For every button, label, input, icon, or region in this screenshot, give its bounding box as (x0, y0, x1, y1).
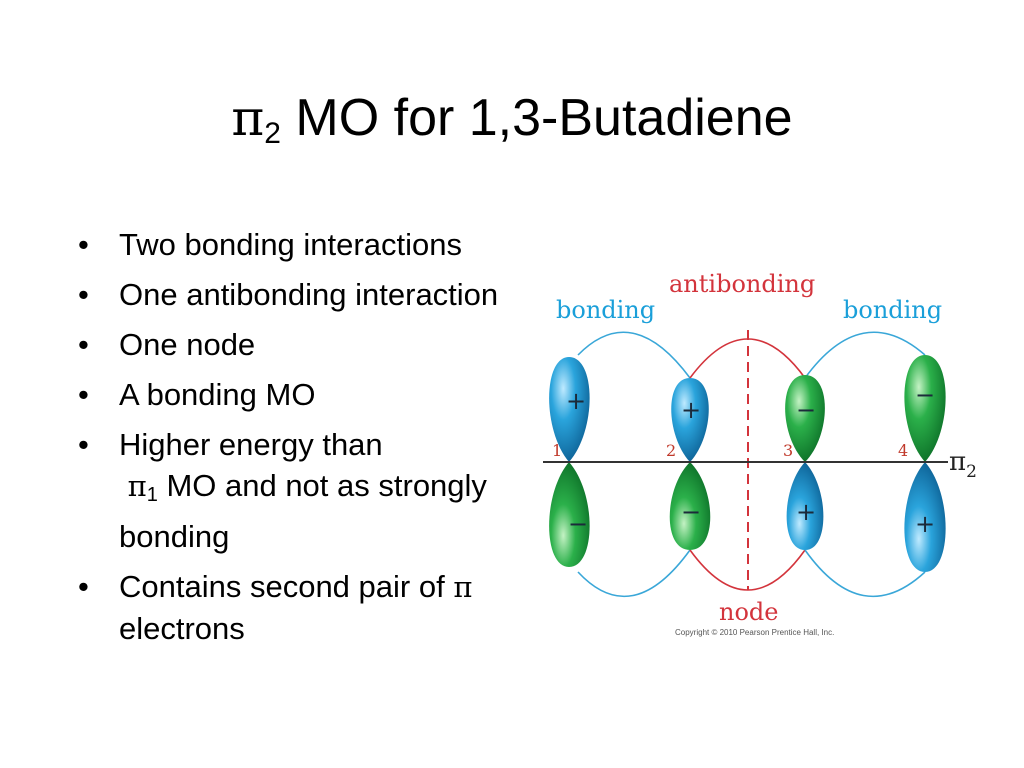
pi-symbol: π (453, 570, 473, 604)
pi2-orbital-diagram: + − + − − + − + 1 2 3 4 π2 bonding antib… (543, 270, 977, 637)
lobe-atom3-bottom (786, 462, 824, 550)
atom-number: 2 (666, 441, 676, 460)
label-bonding-right: bonding (843, 296, 942, 324)
bullet-list: Two bonding interactions One antibonding… (78, 224, 518, 658)
lobe-atom1-top (549, 357, 590, 462)
label-bonding-left: bonding (556, 296, 655, 324)
lobe-atom2-bottom (669, 462, 711, 550)
antibonding-arc-top (689, 338, 806, 379)
lobe-atom1-bottom (549, 462, 590, 567)
bullet-item: One antibonding interaction (78, 274, 518, 315)
sign-atom3-top: − (796, 396, 816, 424)
bullet-item: A bonding MO (78, 374, 518, 415)
sign-atom2-bottom: − (681, 498, 701, 526)
label-antibonding: antibonding (669, 270, 815, 298)
bonding-arc-left-bottom (577, 549, 691, 598)
bullet-text: Contains second pair of (119, 569, 445, 604)
pi-symbol: π (231, 89, 265, 147)
bullet-item: Two bonding interactions (78, 224, 518, 265)
lobe-atom4-bottom (904, 462, 946, 572)
bonding-arc-left-top (577, 331, 691, 379)
bullet-text: A bonding MO (119, 377, 316, 412)
label-node: node (719, 598, 778, 626)
pi-symbol: π (127, 469, 147, 503)
bullet-item: Higher energy than π1 MO and not as stro… (78, 424, 518, 557)
atom-number: 3 (783, 441, 793, 460)
atom-number: 4 (898, 441, 908, 460)
sign-atom4-bottom: + (915, 510, 935, 538)
bullet-text: Two bonding interactions (119, 227, 462, 262)
title-subscript: 2 (264, 117, 281, 150)
sign-atom4-top: − (915, 381, 935, 409)
bonding-arc-right-top (804, 331, 926, 379)
bullet-item: One node (78, 324, 518, 365)
slide-title: π2 MO for 1,3-Butadiene (0, 92, 1024, 149)
lobe-atom2-top (671, 378, 709, 462)
bullet-text: electrons (119, 611, 245, 646)
bullet-item: Contains second pair of π electrons (78, 566, 518, 649)
orbital-label: π2 (949, 447, 977, 482)
sign-atom1-bottom: − (568, 510, 588, 538)
pi-subscript: 1 (146, 484, 158, 506)
bullet-text: Higher energy than (119, 427, 383, 462)
sign-atom1-top: + (566, 387, 586, 415)
bullet-text: One node (119, 327, 256, 362)
bullet-text: MO and not as strongly bonding (119, 468, 487, 554)
bullet-text: One antibonding interaction (119, 277, 499, 312)
copyright-text: Copyright © 2010 Pearson Prentice Hall, … (675, 628, 834, 637)
lobe-atom4-top (904, 355, 946, 462)
title-text: MO for 1,3-Butadiene (295, 89, 793, 147)
bonding-arc-right-bottom (804, 549, 926, 598)
sign-atom3-bottom: + (796, 498, 816, 526)
atom-number: 1 (552, 441, 562, 460)
sign-atom2-top: + (681, 396, 701, 424)
lobe-atom3-top (785, 375, 825, 462)
